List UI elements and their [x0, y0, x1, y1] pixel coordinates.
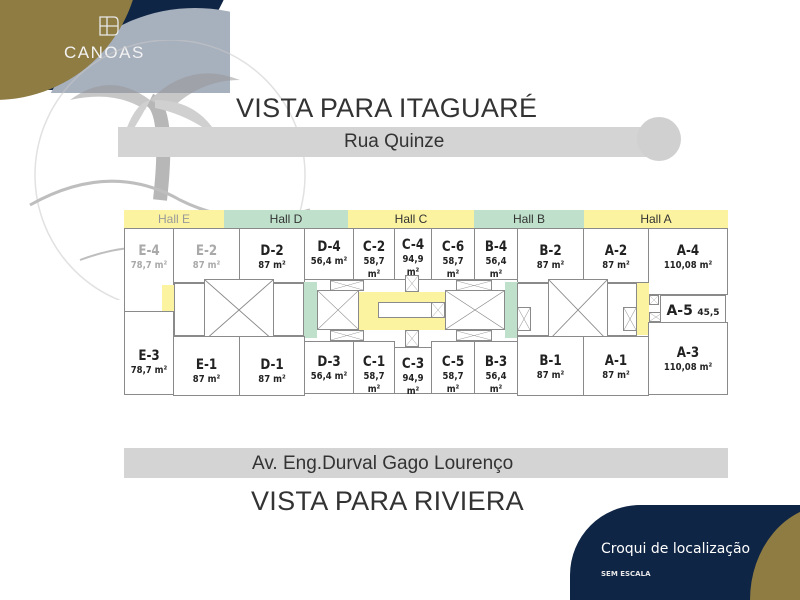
shaft-c-mid-icon	[431, 302, 445, 318]
unit-a5[interactable]: A-5 45,5 m²	[660, 295, 726, 336]
shaft-c5-icon	[456, 330, 492, 341]
hall-b-corridor	[505, 282, 518, 338]
stair-d-icon	[317, 290, 359, 330]
shaft-d4-icon	[330, 280, 364, 291]
shaft-d3-icon	[330, 330, 364, 341]
stair-b-icon	[445, 290, 505, 330]
shaft-a5-top-icon	[649, 295, 659, 305]
caption-title: Croqui de localização	[601, 541, 751, 557]
shaft-b-icon	[517, 307, 531, 331]
caption-corner	[560, 505, 800, 600]
hall-d-label: Hall D	[224, 210, 348, 228]
shaft-c3-icon	[405, 330, 419, 347]
caption-subtitle: SEM ESCALA	[601, 570, 651, 578]
shaft-c4-icon	[405, 275, 419, 292]
view-title-top: VISTA PARA ITAGUARÉ	[236, 93, 538, 123]
street-bar-bottom	[124, 448, 728, 478]
hall-e-label: Hall E	[124, 210, 224, 228]
hall-c-label: Hall C	[348, 210, 474, 228]
street-bar-top	[118, 127, 658, 157]
elevator-shaft-ba-icon	[548, 279, 608, 341]
hall-a-corridor	[637, 283, 649, 335]
street-name-bottom: Av. Eng.Durval Gago Lourenço	[252, 453, 514, 474]
street-name-top: Rua Quinze	[344, 131, 445, 152]
hall-b-label: Hall B	[474, 210, 584, 228]
hall-d-corridor	[304, 282, 317, 338]
shaft-c6-icon	[456, 280, 492, 291]
canoas-logo-icon	[99, 16, 119, 36]
shaft-a-icon	[623, 307, 637, 331]
view-title-bottom: VISTA PARA RIVIERA	[251, 486, 524, 516]
hall-a-label: Hall A	[584, 210, 728, 228]
elevator-shaft-ed-icon	[204, 279, 274, 341]
hall-c-void	[378, 302, 432, 318]
street-bar-end-circle	[637, 117, 681, 161]
